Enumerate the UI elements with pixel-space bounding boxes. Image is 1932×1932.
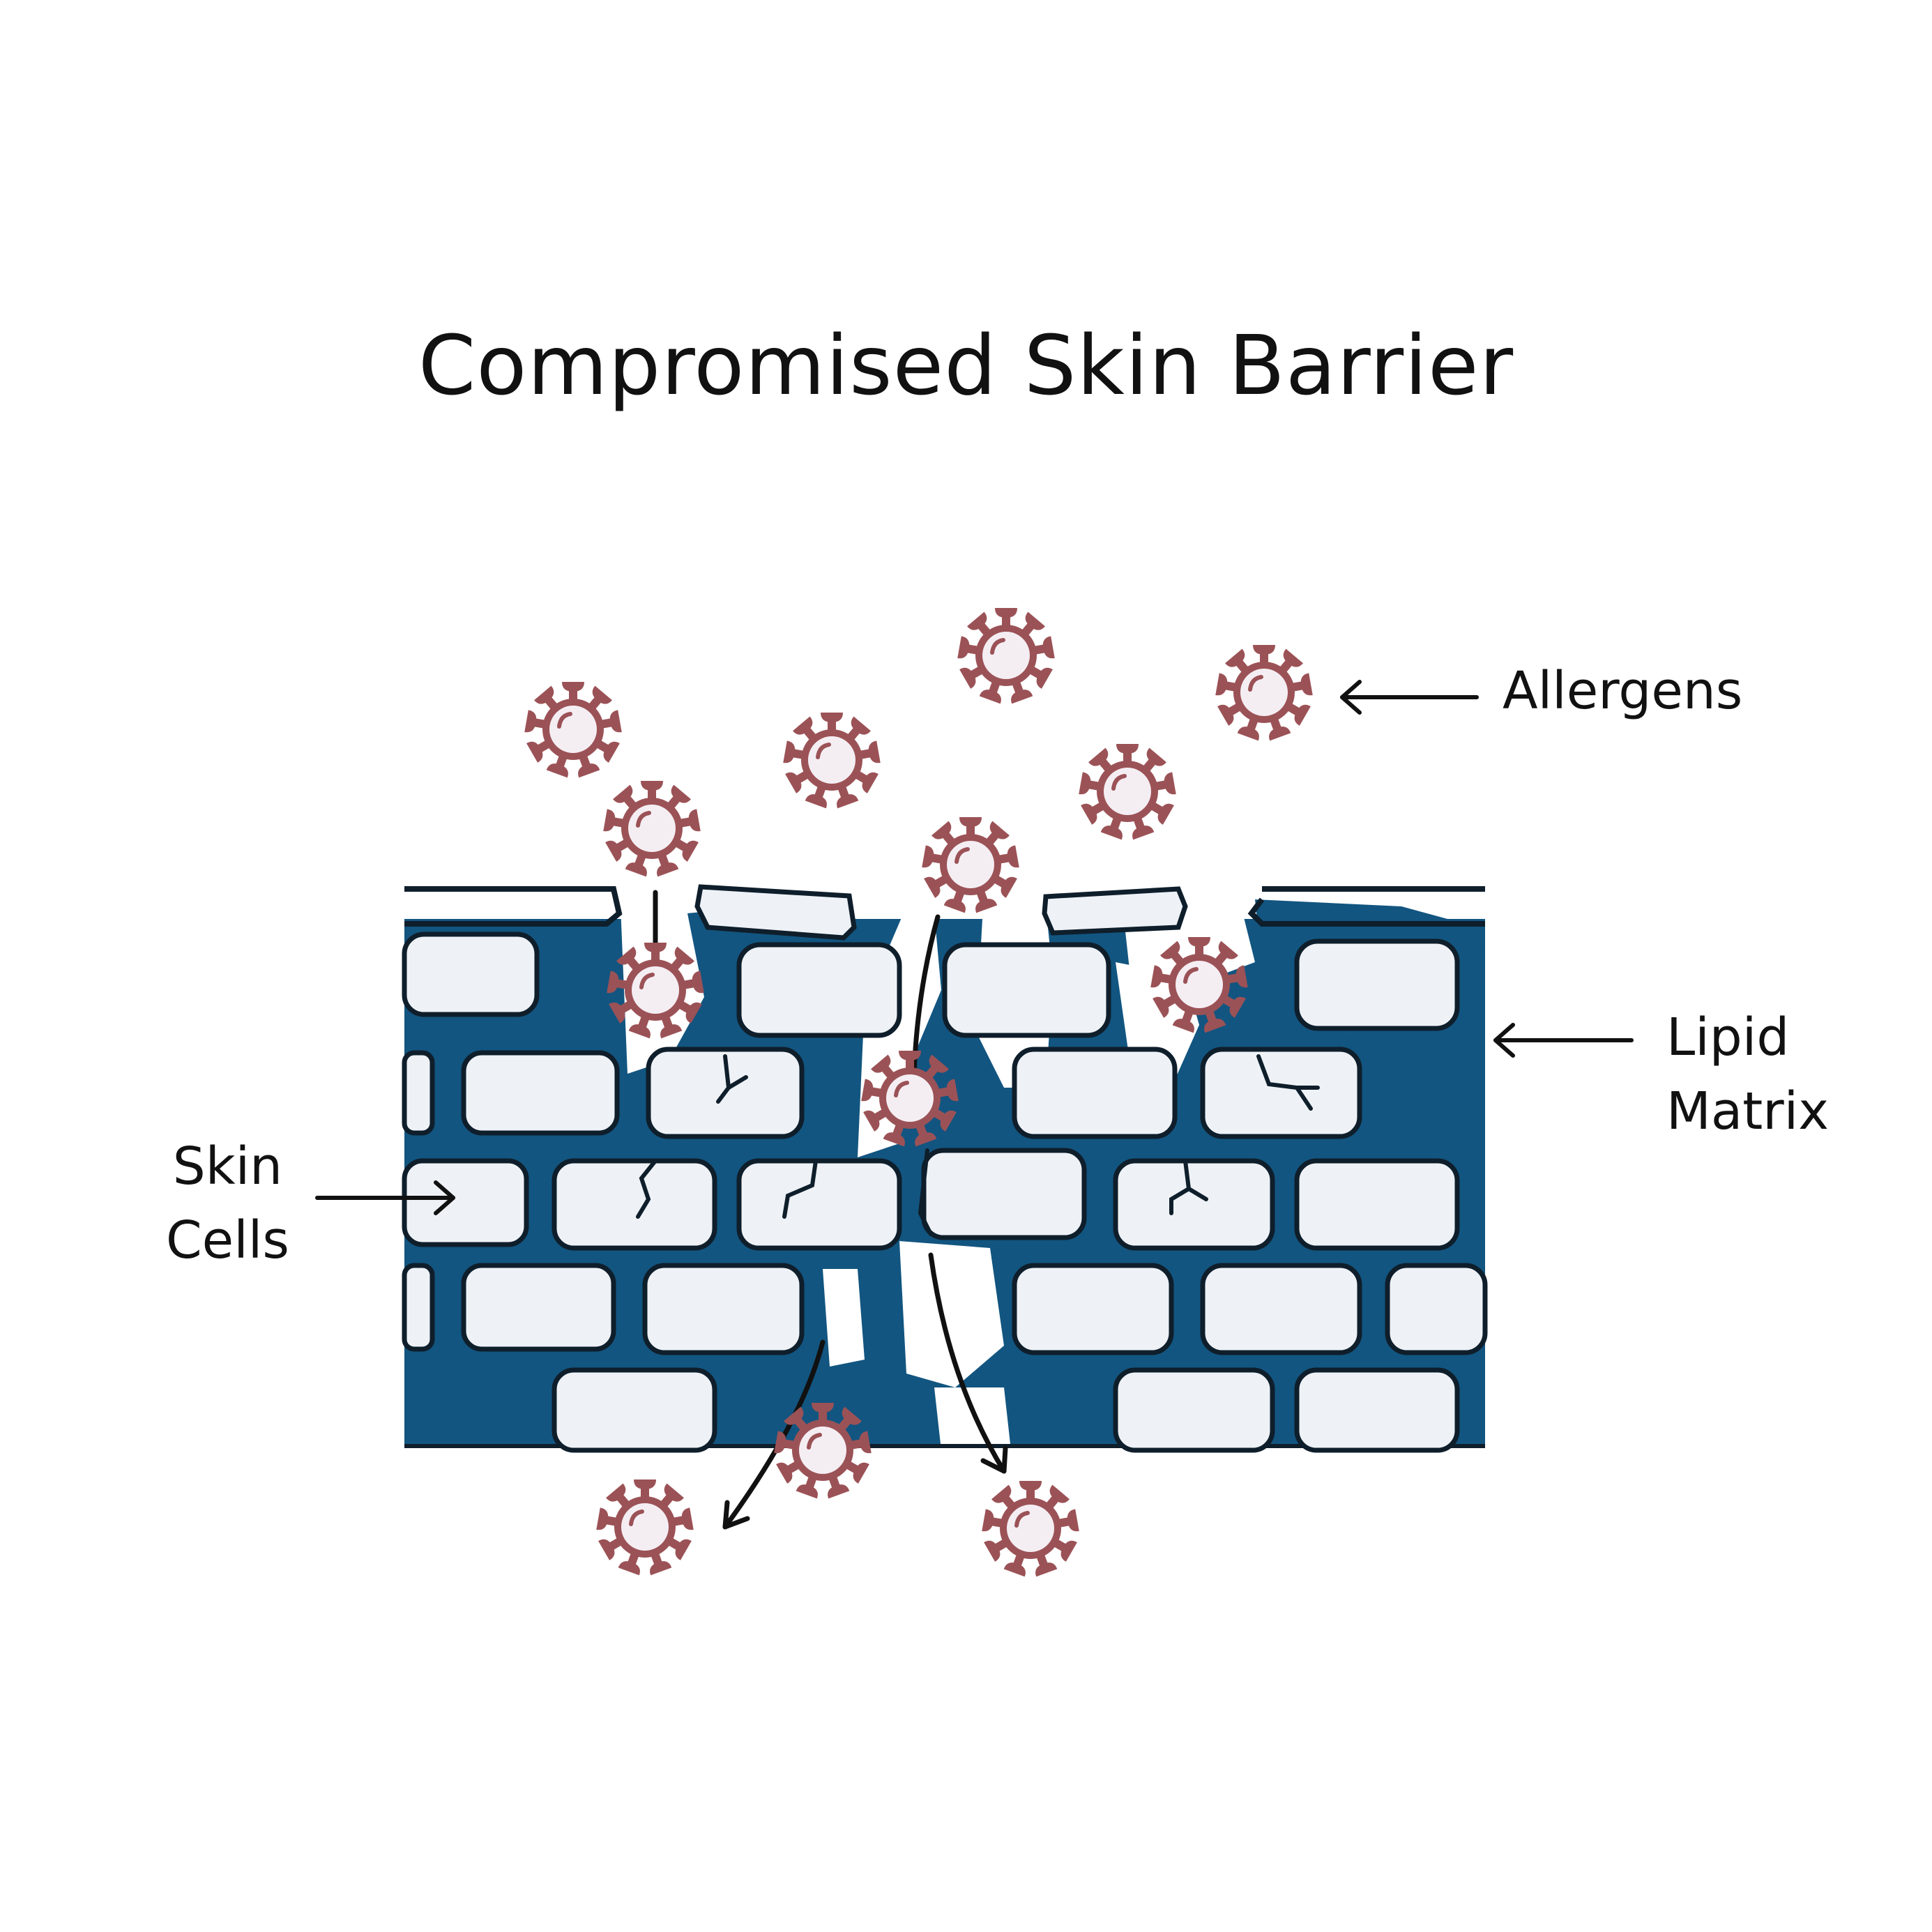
skin-cell xyxy=(921,1148,1087,1240)
skin-cell xyxy=(642,1263,805,1355)
skin-cells-label-line-2: Cells xyxy=(166,1210,289,1270)
skin-cell xyxy=(1113,1158,1275,1251)
skin-cell xyxy=(1294,1367,1460,1453)
skin-cells-label-line-1: Skin xyxy=(172,1136,283,1196)
skin-cell xyxy=(552,1367,717,1453)
skin-cell xyxy=(736,942,902,1038)
virus-particle-icon xyxy=(596,1480,693,1575)
virus-particle-icon xyxy=(982,1481,1079,1576)
virus-particle-icon xyxy=(1079,744,1176,839)
page-title: Compromised Skin Barrier xyxy=(418,317,1514,413)
skin-cell xyxy=(736,1158,902,1251)
label-pointers xyxy=(315,680,1634,1215)
skin-cell xyxy=(1012,1263,1174,1355)
virus-particle-icon xyxy=(783,713,880,808)
allergens-pointer-arrow-icon xyxy=(1340,680,1479,715)
skin-cell xyxy=(1113,1367,1275,1453)
skin-cell xyxy=(1200,1263,1362,1355)
skin-cell xyxy=(402,1158,529,1247)
skin-cells-label: Skin Cells xyxy=(166,1129,289,1277)
virus-particle-icon xyxy=(957,608,1054,703)
virus-particle-icon xyxy=(774,1403,871,1498)
skin-cell xyxy=(402,931,540,1017)
skin-cell xyxy=(1012,1047,1178,1139)
virus-particle-icon xyxy=(603,781,700,876)
virus-particle-icon xyxy=(524,682,621,777)
skin-cell xyxy=(402,1263,435,1352)
virus-particle-icon xyxy=(1215,645,1312,740)
skin-cells xyxy=(402,884,1488,1453)
lipid-matrix-label: Lipid Matrix xyxy=(1666,1001,1829,1148)
surface-flake xyxy=(1042,886,1188,936)
lipid-matrix-pointer-arrow-icon xyxy=(1493,1023,1634,1058)
lipid-matrix-label-line-2: Matrix xyxy=(1666,1081,1829,1141)
cell-cracks xyxy=(636,1054,1320,1236)
skin-cell xyxy=(402,1050,435,1136)
skin-cell xyxy=(461,1050,620,1136)
allergens-label-text: Allergens xyxy=(1503,661,1743,721)
skin-cell xyxy=(1294,938,1460,1031)
allergens-label: Allergens xyxy=(1503,654,1742,728)
skin-cell xyxy=(1385,1263,1488,1355)
skin-cell xyxy=(552,1158,717,1251)
skin-cell xyxy=(942,942,1111,1038)
surface-flake xyxy=(694,884,857,941)
skin-cells-pointer-arrow-icon xyxy=(315,1180,455,1215)
virus-particle-icon xyxy=(922,817,1019,913)
skin-cell xyxy=(1200,1047,1362,1139)
arrow-icon xyxy=(928,1252,1008,1474)
lipid-matrix-label-line-1: Lipid xyxy=(1666,1007,1790,1067)
skin-cell xyxy=(461,1263,616,1352)
arrow-icon xyxy=(722,1339,826,1530)
skin-cell xyxy=(1294,1158,1460,1251)
